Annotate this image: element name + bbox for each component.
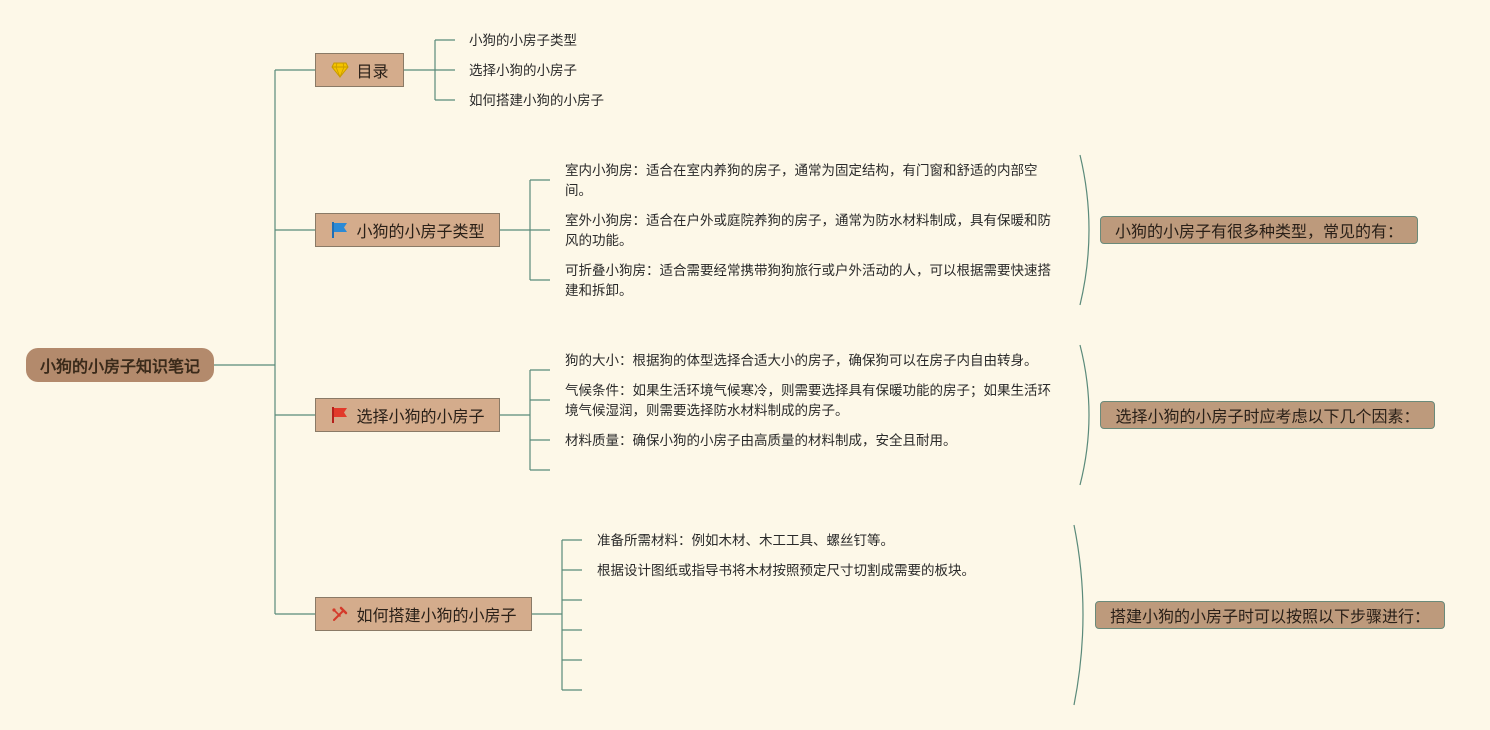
branch-label: 小狗的小房子类型 [356,222,485,241]
list-item[interactable]: 室外小狗房：适合在户外或庭院养狗的房子，通常为防水材料制成，具有保暖和防风的功能… [565,213,1051,249]
diamond-icon [330,60,350,80]
list-item[interactable]: 小狗的小房子类型 [469,33,577,49]
branch-label: 选择小狗的小房子 [356,407,485,426]
branch-choose[interactable]: 选择小狗的小房子 [315,398,500,432]
branch-label: 目录 [356,62,389,81]
summary-build[interactable]: 搭建小狗的小房子时可以按照以下步骤进行： [1095,601,1445,629]
list-item[interactable]: 气候条件：如果生活环境气候寒冷，则需要选择具有保暖功能的房子；如果生活环境气候湿… [565,383,1051,419]
list-item[interactable]: 狗的大小：根据狗的体型选择合适大小的房子，确保狗可以在房子内自由转身。 [565,353,1038,369]
summary-label: 搭建小狗的小房子时可以按照以下步骤进行： [1109,607,1430,626]
summary-types[interactable]: 小狗的小房子有很多种类型，常见的有： [1100,216,1418,244]
list-item[interactable]: 如何搭建小狗的小房子 [469,93,604,109]
list-item[interactable]: 可折叠小狗房：适合需要经常携带狗狗旅行或户外活动的人，可以根据需要快速搭建和拆卸… [565,263,1051,299]
red-flag-icon [330,405,350,425]
branch-label: 如何搭建小狗的小房子 [356,606,517,625]
tools-icon [330,604,350,624]
list-item[interactable]: 材料质量：确保小狗的小房子由高质量的材料制成，安全且耐用。 [565,433,957,449]
blue-flag-icon [330,220,350,240]
list-item[interactable]: 室内小狗房：适合在室内养狗的房子，通常为固定结构，有门窗和舒适的内部空间。 [565,163,1038,199]
summary-label: 小狗的小房子有很多种类型，常见的有： [1114,222,1403,241]
list-item[interactable]: 选择小狗的小房子 [469,63,577,79]
branch-types[interactable]: 小狗的小房子类型 [315,213,500,247]
list-item[interactable]: 根据设计图纸或指导书将木材按照预定尺寸切割成需要的板块。 [597,563,975,579]
list-item[interactable]: 准备所需材料：例如木材、木工工具、螺丝钉等。 [597,533,894,549]
summary-label: 选择小狗的小房子时应考虑以下几个因素： [1115,407,1420,426]
summary-choose[interactable]: 选择小狗的小房子时应考虑以下几个因素： [1100,401,1435,429]
root-node[interactable]: 小狗的小房子知识笔记 [26,348,214,382]
root-label: 小狗的小房子知识笔记 [39,357,200,376]
branch-toc[interactable]: 目录 [315,53,404,87]
branch-build[interactable]: 如何搭建小狗的小房子 [315,597,532,631]
